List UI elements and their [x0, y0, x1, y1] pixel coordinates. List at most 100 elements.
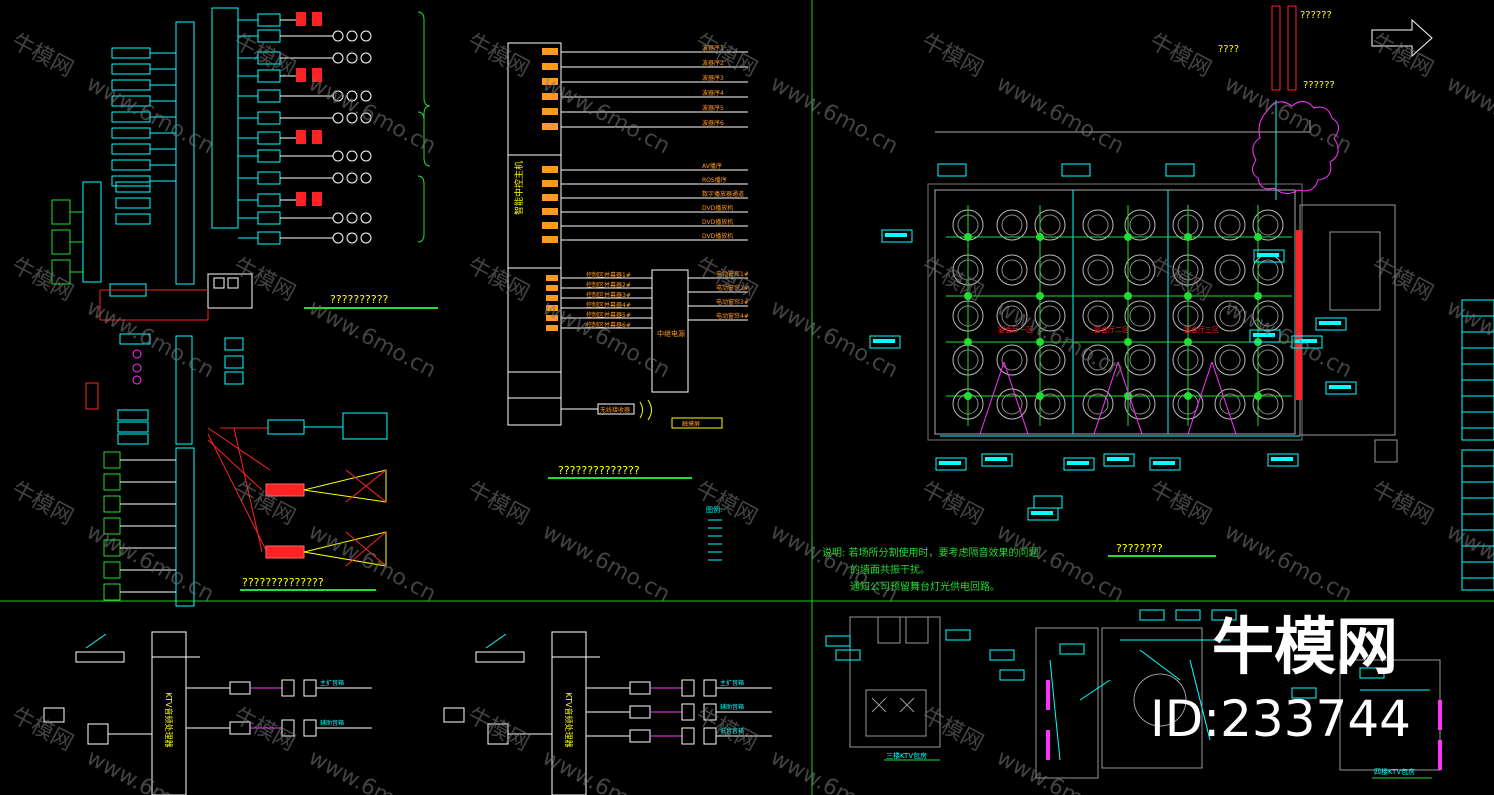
banquet-table-top — [1039, 349, 1061, 371]
amplifier — [257, 231, 281, 245]
ceiling-speaker — [346, 90, 358, 102]
watermark-brand: 牛模网 — [917, 703, 987, 756]
room-label-1: 宴会厅一区 — [998, 325, 1033, 334]
amplifier — [257, 193, 281, 207]
watermark-brand: 牛模网 — [691, 703, 761, 756]
speaker-group — [51, 229, 71, 255]
watermark-site: www.6mo.cn — [766, 71, 902, 159]
watermark-brand: 牛模网 — [1367, 477, 1437, 530]
ceiling-speaker — [1254, 292, 1262, 300]
host-port — [542, 108, 558, 115]
ceiling-speaker — [964, 338, 972, 346]
ceiling-speaker — [1036, 392, 1044, 400]
banquet-table-top — [1039, 214, 1061, 236]
host-port — [546, 295, 558, 301]
input-device — [111, 63, 151, 75]
device-tag-fill — [1067, 461, 1089, 465]
watermark-brand: 牛模网 — [1145, 29, 1215, 82]
device-tag — [945, 629, 971, 641]
ceiling-speaker — [1184, 233, 1192, 241]
banquet-table-top — [1039, 259, 1061, 281]
tl-underline-caption: ?????????? — [330, 293, 389, 306]
output-label: DVD播放机 — [702, 232, 733, 240]
watermark-brand: 牛模网 — [7, 477, 77, 530]
banquet-table — [1034, 344, 1066, 376]
watermark-brand: 牛模网 — [7, 253, 77, 306]
brand-id: ID:233744 — [1150, 690, 1411, 748]
watermark-site: www.6mo.cn — [1220, 519, 1356, 607]
ktv-amp — [629, 681, 651, 695]
watermark-brand: 牛模网 — [691, 477, 761, 530]
banquet-table — [1082, 388, 1114, 420]
host-port — [542, 166, 558, 173]
banquet-table — [1034, 388, 1066, 420]
projection-lines — [979, 361, 1029, 435]
host-port — [542, 236, 558, 243]
speaker-group — [51, 199, 71, 225]
output-label: 数字播放器通道 — [702, 190, 744, 198]
banquet-table-top — [1257, 214, 1279, 236]
room-label-2: 宴会厅二区 — [1094, 325, 1129, 334]
output-label: 波器序2 — [702, 59, 724, 67]
ktv-wire — [1079, 679, 1111, 701]
ceiling-speaker — [1124, 233, 1132, 241]
watermark-site: www.6mo.cn — [992, 745, 1128, 795]
watermark-site: www.6mo.cn — [992, 71, 1128, 159]
brand-large: 牛模网 — [1212, 610, 1398, 683]
device-tag — [935, 457, 967, 471]
speaker-red — [312, 68, 322, 82]
ceiling-speaker — [346, 52, 358, 64]
ktv-plan-right-label: 四楼KTV包房 — [1374, 767, 1415, 776]
host-port — [546, 315, 558, 321]
host-port — [542, 180, 558, 187]
banquet-table — [1034, 254, 1066, 286]
watermark-site: www.6mo.cn — [304, 71, 440, 159]
host-port — [542, 93, 558, 100]
banquet-table — [996, 209, 1028, 241]
ktv-row-label: 辅助音箱 — [320, 719, 344, 727]
banquet-table — [1124, 254, 1156, 286]
watermark-site: www.6mo.cn — [766, 519, 902, 607]
banquet-table — [1082, 254, 1114, 286]
watermark-site: www.6mo.cn — [304, 745, 440, 795]
ktv-row-label: 主扩音箱 — [320, 679, 344, 687]
ceiling-speaker — [346, 212, 358, 224]
banquet-table — [1214, 254, 1246, 286]
host-port — [542, 222, 558, 229]
host-port — [546, 285, 558, 291]
banquet-table-top — [1087, 349, 1109, 371]
device-tag — [981, 453, 1013, 467]
speaker-red — [296, 12, 306, 26]
ceiling-speaker — [360, 52, 372, 64]
banquet-table-top — [1257, 259, 1279, 281]
output-label: 波器序1 — [702, 44, 724, 52]
device-tag — [1211, 609, 1237, 621]
ceiling-speaker — [332, 112, 344, 124]
output-label: 控制区并幕器1# — [586, 271, 631, 279]
ktv-speaker — [303, 679, 317, 697]
tr-caption: ???????? — [1116, 542, 1163, 555]
output-label: DVD播放机 — [702, 204, 733, 212]
speaker-red — [296, 130, 306, 144]
banquet-table — [1082, 300, 1114, 332]
host-port — [542, 208, 558, 215]
ktv-wire — [1189, 659, 1211, 741]
touch-panel — [443, 707, 465, 723]
device-tag — [1061, 163, 1091, 177]
ceiling-speaker — [360, 30, 372, 42]
watermark-brand: 牛模网 — [917, 477, 987, 530]
banquet-table-top — [1219, 214, 1241, 236]
watermark-site: www.6mo.cn — [82, 295, 218, 383]
banquet-table-top — [1087, 393, 1109, 415]
speaker-red — [312, 12, 322, 26]
device-tag — [1059, 643, 1085, 655]
watermark-brand: 牛模网 — [463, 253, 533, 306]
